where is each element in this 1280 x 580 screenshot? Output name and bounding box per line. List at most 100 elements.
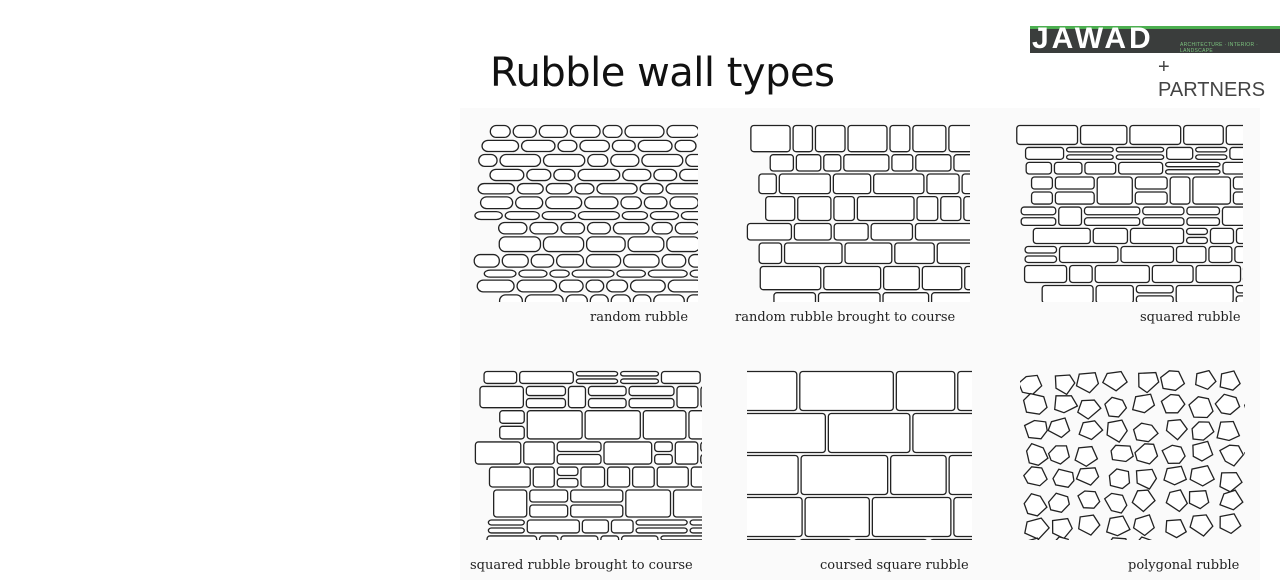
stone <box>474 441 522 465</box>
stone <box>674 139 697 153</box>
stone <box>1185 227 1209 236</box>
stone <box>750 124 791 153</box>
stone <box>487 527 525 534</box>
stone <box>649 210 680 221</box>
stone <box>1095 284 1134 302</box>
stone <box>797 195 832 222</box>
stone <box>489 124 511 139</box>
stone <box>529 221 559 235</box>
company-logo: JAWAD ARCHITECTURE · INTERIOR · LANDSCAP… <box>1030 24 1280 101</box>
stone <box>676 385 699 409</box>
stone <box>606 279 629 293</box>
stone <box>1110 444 1134 463</box>
stone <box>1041 284 1094 302</box>
stone <box>1024 146 1065 161</box>
stone <box>1192 176 1232 205</box>
stone <box>674 441 699 465</box>
stone <box>665 182 698 195</box>
stone <box>1164 161 1221 168</box>
stone <box>873 173 925 195</box>
stone <box>799 370 894 412</box>
stone <box>1151 264 1194 284</box>
stone <box>953 496 972 538</box>
stone <box>577 168 621 182</box>
stone <box>635 527 688 534</box>
stone <box>792 124 814 153</box>
stone <box>478 153 498 168</box>
stone <box>1195 154 1228 161</box>
stone <box>1132 422 1159 443</box>
stone <box>558 279 584 293</box>
stone <box>689 519 702 526</box>
stone <box>620 535 659 540</box>
wall-drawing-polygonal <box>1020 370 1245 540</box>
stone <box>689 527 702 534</box>
stone <box>653 294 685 302</box>
stone <box>1185 236 1209 245</box>
stone <box>641 153 684 168</box>
stone <box>499 410 525 424</box>
stone <box>1188 490 1210 510</box>
stone <box>747 412 826 454</box>
stone <box>610 153 640 168</box>
stone <box>1161 444 1186 465</box>
stone <box>667 279 698 293</box>
panel-caption: squared rubble brought to course <box>470 558 693 573</box>
stone <box>930 292 970 302</box>
stone <box>1074 445 1099 468</box>
stone <box>538 124 569 139</box>
stone <box>769 154 795 172</box>
stone <box>560 221 586 235</box>
stone <box>912 412 972 454</box>
stone <box>823 265 882 291</box>
stone <box>1142 217 1185 227</box>
stone <box>1164 169 1221 175</box>
stone <box>1023 466 1048 487</box>
stone <box>549 269 570 278</box>
stone <box>800 454 889 496</box>
stone <box>679 168 698 182</box>
stone <box>1175 284 1234 302</box>
stone <box>523 441 555 465</box>
stone <box>596 182 638 195</box>
wall-drawing-squared <box>1016 124 1243 302</box>
stone <box>700 441 702 452</box>
stone <box>519 370 574 385</box>
stone <box>1065 154 1114 161</box>
stone <box>518 269 548 278</box>
stone <box>1105 515 1131 537</box>
stone <box>1134 176 1168 190</box>
stone <box>1194 370 1217 391</box>
stone <box>921 265 963 291</box>
stone <box>542 153 586 168</box>
stone <box>1232 191 1243 205</box>
stone <box>1135 284 1174 294</box>
stone <box>483 269 517 278</box>
stone <box>804 496 871 538</box>
stone <box>889 454 947 496</box>
stone <box>525 397 567 409</box>
stone <box>574 182 595 195</box>
stone <box>856 195 915 222</box>
stone <box>894 242 935 265</box>
stone <box>1229 146 1243 161</box>
stone <box>1058 245 1119 264</box>
stone <box>620 196 643 210</box>
stone <box>553 168 576 182</box>
stone <box>1020 206 1057 216</box>
stone <box>570 489 624 503</box>
stone <box>680 210 698 221</box>
stone <box>651 221 673 235</box>
stone <box>747 496 803 538</box>
stone <box>1186 217 1221 227</box>
stone <box>1165 519 1188 539</box>
stone <box>1160 393 1186 414</box>
stone <box>1028 537 1040 540</box>
wall-drawing-random <box>473 124 698 302</box>
stone <box>1103 492 1128 514</box>
stone <box>575 378 619 385</box>
wall-drawing-brought <box>746 124 970 302</box>
stone <box>616 269 647 278</box>
stone <box>1053 161 1083 175</box>
stone <box>526 168 552 182</box>
